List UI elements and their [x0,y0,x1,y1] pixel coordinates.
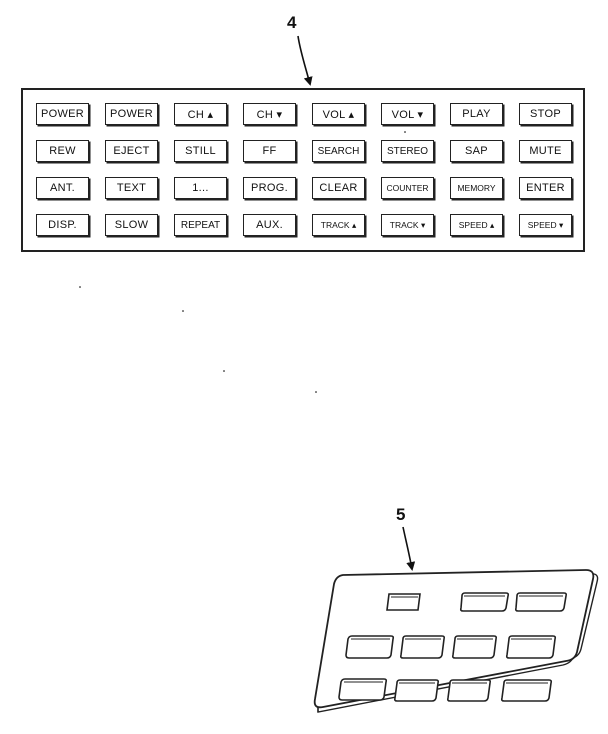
key-play[interactable]: PLAY [450,103,503,125]
key-rewind[interactable]: REW [36,140,89,162]
blank-key [393,679,440,702]
key-eject[interactable]: EJECT [105,140,158,162]
key-mute[interactable]: MUTE [519,140,572,162]
callout-4-leader-arrow [297,35,313,86]
blank-key [386,593,421,611]
key-enter[interactable]: ENTER [519,177,572,199]
blank-key [514,592,568,612]
blank-key-row-1 [386,592,568,612]
key-antenna[interactable]: ANT. [36,177,89,199]
blank-key [446,679,492,702]
scan-speck [223,370,225,372]
key-speed-up[interactable]: SPEED ▴ [450,214,503,236]
callout-5-leader-arrow [402,526,416,571]
blank-key [505,635,557,659]
key-slow[interactable]: SLOW [105,214,158,236]
key-aux[interactable]: AUX. [243,214,296,236]
blank-key [399,635,446,659]
key-clear[interactable]: CLEAR [312,177,365,199]
key-sap[interactable]: SAP [450,140,503,162]
key-stereo[interactable]: STEREO [381,140,434,162]
callout-number-4: 4 [287,13,297,32]
key-volume-up[interactable]: VOL ▴ [312,103,365,125]
blank-key-row-2 [345,635,557,659]
scan-speck [182,310,184,312]
blank-key [459,592,510,612]
key-memory[interactable]: MEMORY [450,177,503,199]
key-channel-down[interactable]: CH ▾ [243,103,296,125]
key-number[interactable]: 1... [174,177,227,199]
blank-keypad-plate [313,569,599,713]
scan-speck [79,286,81,288]
key-power-1[interactable]: POWER [36,103,89,125]
blank-key-row-3 [338,678,553,702]
key-track-down[interactable]: TRACK ▾ [381,214,434,236]
key-counter[interactable]: COUNTER [381,177,434,199]
blank-key [500,679,553,702]
blank-keypad-plate-face [313,569,595,709]
key-track-up[interactable]: TRACK ▴ [312,214,365,236]
blank-key [451,635,498,659]
key-power-2[interactable]: POWER [105,103,158,125]
blank-key [345,635,395,659]
callout-number-5: 5 [396,505,406,524]
key-search[interactable]: SEARCH [312,140,365,162]
key-fast-forward[interactable]: FF [243,140,296,162]
blank-key [338,678,388,701]
key-display[interactable]: DISP. [36,214,89,236]
key-channel-up[interactable]: CH ▴ [174,103,227,125]
keypad-overlay-panel: POWER POWER CH ▴ CH ▾ VOL ▴ VOL ▾ PLAY S… [21,88,585,252]
key-speed-down[interactable]: SPEED ▾ [519,214,572,236]
key-repeat[interactable]: REPEAT [174,214,227,236]
keypad-button-grid: POWER POWER CH ▴ CH ▾ VOL ▴ VOL ▾ PLAY S… [36,103,572,236]
key-still[interactable]: STILL [174,140,227,162]
scan-speck [315,391,317,393]
key-text[interactable]: TEXT [105,177,158,199]
key-program[interactable]: PROG. [243,177,296,199]
key-stop[interactable]: STOP [519,103,572,125]
scan-speck [404,131,406,133]
key-volume-down[interactable]: VOL ▾ [381,103,434,125]
